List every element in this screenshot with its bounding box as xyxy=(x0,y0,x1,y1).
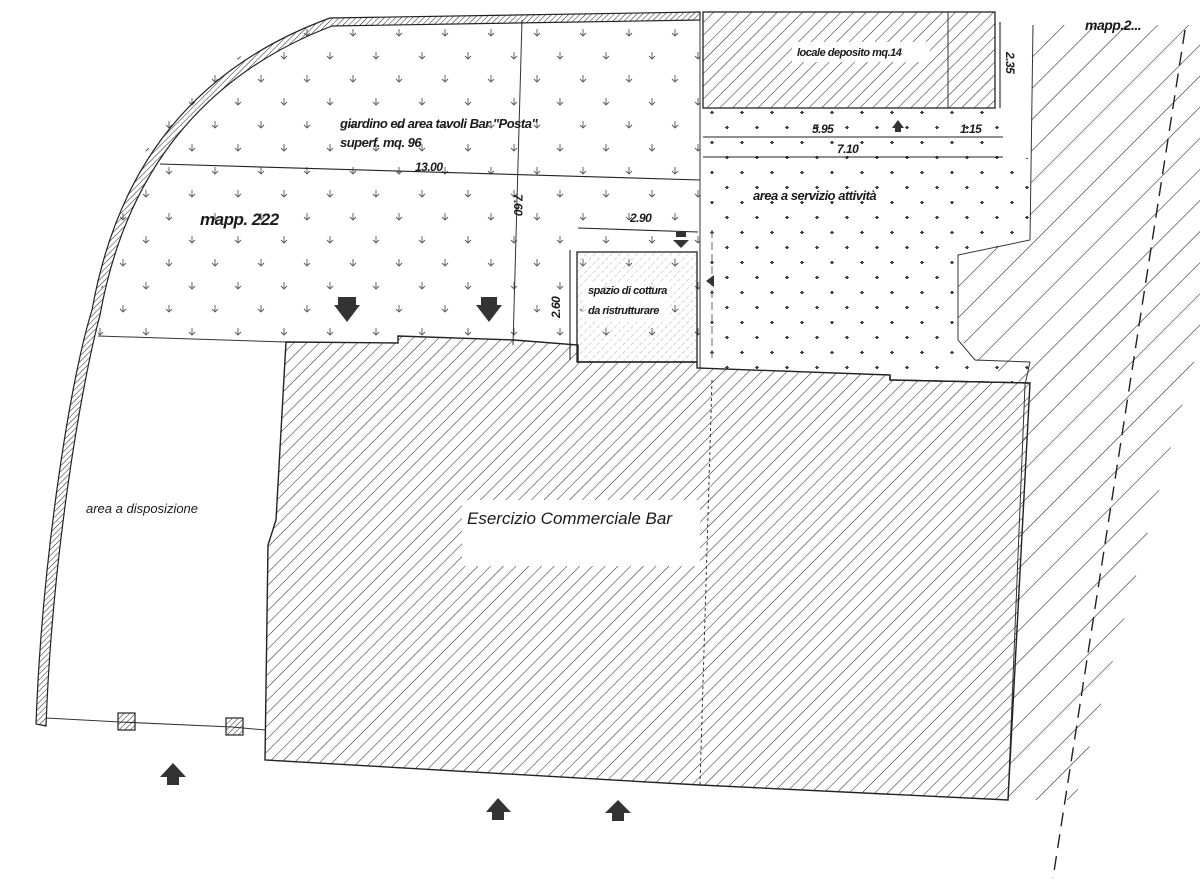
dim-kitchen-depth: 2.60 xyxy=(549,296,563,319)
bar-label: Esercizio Commerciale Bar xyxy=(467,509,673,528)
dim-garden-width: 13.00 xyxy=(415,160,443,174)
pillar-1 xyxy=(117,712,136,731)
service-area-label: area a servizio attività xyxy=(753,188,876,203)
storage-label: locale deposito mq.14 xyxy=(797,47,902,59)
arrow-down-icon xyxy=(673,232,689,248)
dim-service-width-a: 5.95 xyxy=(812,122,834,136)
bar-building xyxy=(264,335,1031,801)
dim-service-width-b: 1.15 xyxy=(960,122,982,136)
arrow-up-icon xyxy=(605,800,631,821)
arrow-left-icon xyxy=(706,275,714,287)
service-area xyxy=(700,158,1030,383)
available-area-label: area a disposizione xyxy=(86,501,198,516)
dim-garden-depth: 7.60 xyxy=(511,194,525,216)
arrow-up-icon xyxy=(892,120,904,132)
kitchen-label-line2: da ristrutturare xyxy=(588,305,659,317)
dim-kitchen-width: 2.90 xyxy=(629,211,652,225)
parcel-boundary-dashed xyxy=(1052,29,1186,879)
dim-service-width-total: 7.10 xyxy=(837,142,859,156)
dimension-lines xyxy=(159,22,1003,360)
pillar-2 xyxy=(225,717,244,736)
garden-divider-line xyxy=(512,19,523,346)
arrow-down-icon xyxy=(476,297,502,322)
dim-storage-depth: 2.35 xyxy=(1003,51,1017,74)
garden-bottom-line xyxy=(97,335,287,343)
kitchen-label-line1: spazio di cottura xyxy=(588,285,667,297)
arrow-up-icon xyxy=(160,763,186,785)
garden-area-label: superf. mq. 96 xyxy=(340,135,422,150)
arrow-up-icon xyxy=(486,798,511,820)
garden-label: giardino ed area tavoli Bar "Posta" xyxy=(339,116,538,131)
bar-label-bg xyxy=(462,500,700,566)
kitchen-label-bg xyxy=(582,282,670,322)
parcel-label: mapp. 222 xyxy=(200,210,280,229)
access-arrows xyxy=(160,120,904,821)
service-strip xyxy=(703,110,1003,158)
bar-internal-line xyxy=(699,379,713,786)
garden-area xyxy=(98,14,700,350)
available-area-front-line xyxy=(45,717,266,731)
arrow-down-icon xyxy=(334,297,360,322)
neighbor-parcel-label: mapp.2... xyxy=(1085,17,1141,33)
storage-label-bg xyxy=(792,42,930,62)
